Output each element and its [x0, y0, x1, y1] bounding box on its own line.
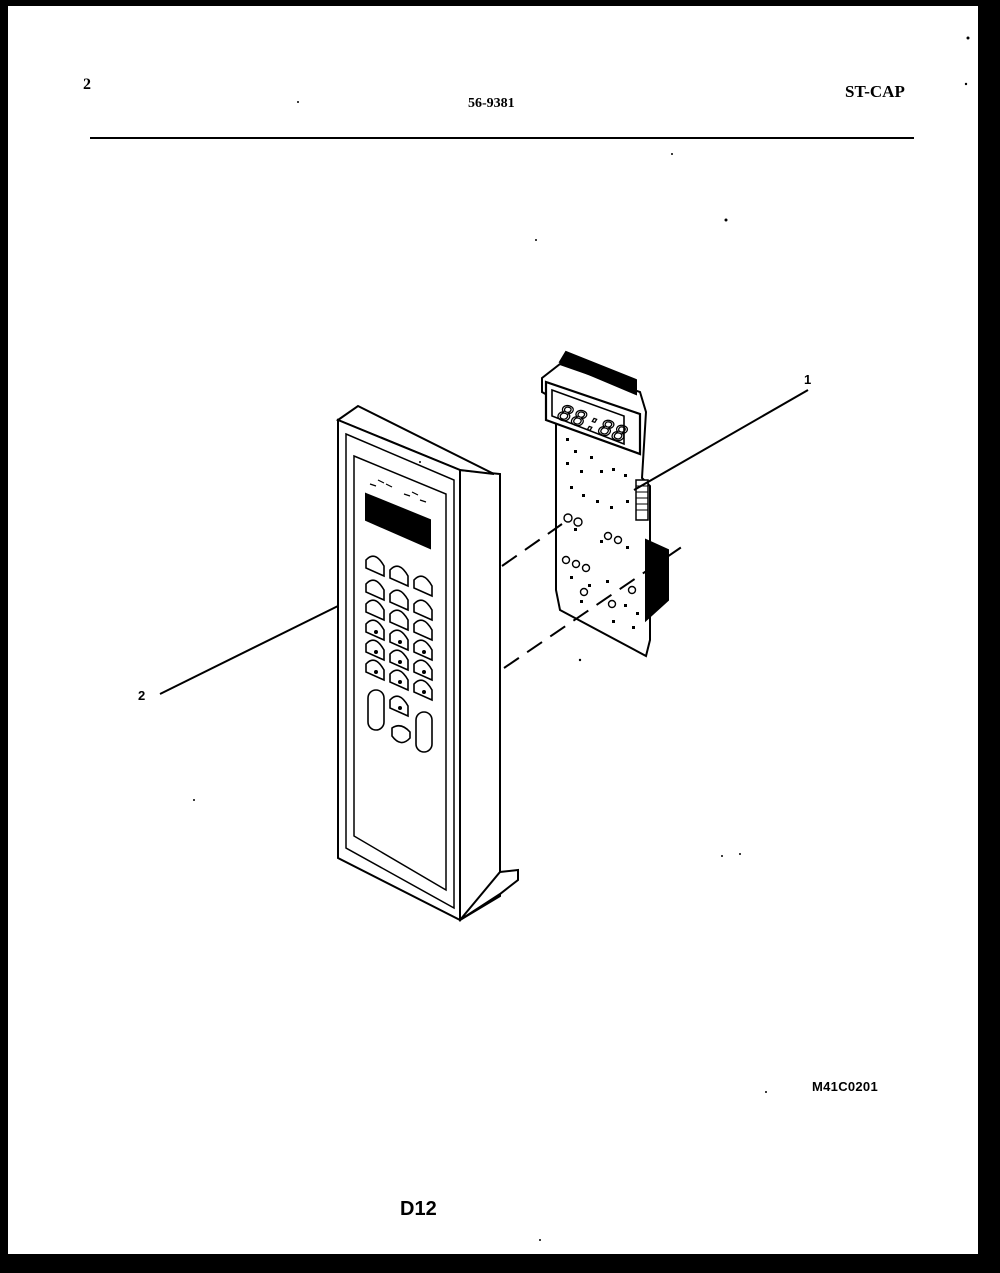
model-number: 56-9381: [468, 96, 515, 111]
keypad-key: [413, 639, 433, 662]
keypad: [365, 555, 433, 753]
keypad-key: [389, 629, 409, 652]
keypad-key: [389, 609, 409, 632]
keypad-key: [413, 679, 433, 702]
callout-number-1: 1: [804, 372, 812, 387]
scan-specks: [2, 36, 970, 1241]
key-markings: [374, 630, 426, 710]
keypad-key: [365, 619, 385, 642]
alignment-line-upper: [501, 523, 563, 567]
keypad-key: [413, 599, 433, 622]
panel-labels: [369, 479, 427, 503]
board-relay: [645, 538, 669, 623]
keypad-key: [389, 695, 409, 718]
control-panel: [335, 404, 519, 922]
keypad-key: [389, 669, 409, 692]
leader-line-2: [159, 605, 339, 695]
leader-line-1: [633, 389, 809, 491]
keypad-key: [365, 599, 385, 622]
keypad-key: [413, 659, 433, 682]
keypad-tall-key: [415, 711, 433, 753]
keypad-key: [365, 659, 385, 682]
page-number: 2: [83, 76, 91, 93]
keypad-key: [365, 639, 385, 662]
control-board: [541, 350, 669, 658]
page-code: D12: [400, 1198, 437, 1220]
alignment-line-lower: [503, 543, 687, 669]
keypad-key: [413, 619, 433, 642]
panel-window: [353, 454, 447, 892]
keypad-key: [389, 589, 409, 612]
keypad-tall-key: [367, 689, 385, 731]
callout-number-2: 2: [138, 688, 146, 703]
panel-bezel: [345, 432, 455, 910]
alignment-lines: [501, 523, 687, 669]
board-components: [566, 438, 639, 629]
panel-side: [459, 468, 501, 922]
board-capacitors: [561, 513, 637, 609]
keypad-key: [365, 555, 385, 578]
keypad-key: [413, 575, 433, 598]
board-display-window: [551, 388, 625, 446]
section-code: ST-CAP: [845, 82, 905, 101]
keypad-key: [389, 649, 409, 672]
panel-display: [365, 492, 431, 550]
keypad-key: [389, 565, 409, 588]
panel-bottom-tab: [459, 868, 519, 921]
drawing-id: M41C0201: [812, 1079, 878, 1094]
board-connector: [558, 350, 637, 396]
keypad-key: [391, 724, 411, 744]
keypad-key: [365, 579, 385, 602]
